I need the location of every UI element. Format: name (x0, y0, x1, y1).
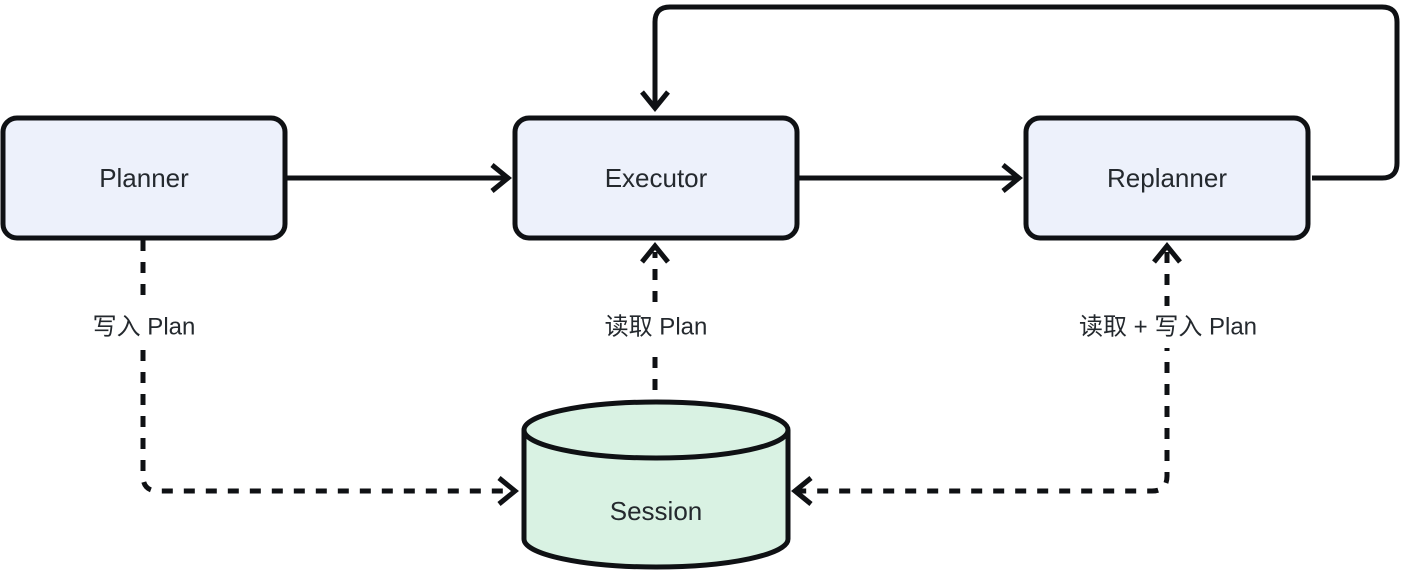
label-backdrop (578, 306, 734, 348)
node-session-top[interactable] (521, 399, 791, 461)
edge-label-text: 读取 Plan (605, 313, 708, 340)
edge-planner-to-executor (287, 163, 512, 193)
arrowhead-icon (1152, 242, 1182, 264)
arrowhead-icon (640, 242, 670, 264)
label-backdrop (62, 306, 226, 348)
arrowhead-icon (1001, 163, 1023, 193)
edge-session-to-replanner (791, 242, 1182, 506)
arrowhead-icon (490, 163, 512, 193)
node-session[interactable]: Session (521, 399, 791, 570)
edge-label-text: 读取 + 写入 Plan (1079, 313, 1257, 340)
edge-line (652, 4, 1400, 181)
node-replanner-shape[interactable] (1023, 115, 1311, 241)
node-session-body[interactable] (521, 430, 791, 570)
arrowhead-icon (640, 90, 670, 112)
label-backdrop (1055, 306, 1281, 348)
edge-executor-to-replanner (799, 163, 1023, 193)
edge-line (798, 252, 1170, 494)
node-executor[interactable]: Executor (512, 115, 800, 241)
node-planner-shape[interactable] (0, 115, 288, 241)
node-executor-label: Executor (605, 163, 708, 193)
node-replanner[interactable]: Replanner (1023, 115, 1311, 241)
edge-label-write-plan: 写入 Plan (62, 306, 226, 348)
node-session-label: Session (610, 496, 703, 526)
edge-line (140, 240, 512, 494)
arrowhead-icon (497, 476, 519, 506)
edge-session-to-executor (640, 242, 670, 412)
edge-replanner-to-executor-loop (640, 4, 1400, 181)
arrowhead-icon (791, 476, 813, 506)
node-planner-label: Planner (99, 163, 189, 193)
node-executor-shape[interactable] (512, 115, 800, 241)
edge-label-read-plan: 读取 Plan (578, 306, 734, 348)
node-planner[interactable]: Planner (0, 115, 288, 241)
edge-label-text: 写入 Plan (93, 313, 196, 340)
node-replanner-label: Replanner (1107, 163, 1227, 193)
edge-label-read-write-plan: 读取 + 写入 Plan (1055, 306, 1281, 348)
edge-planner-to-session (140, 240, 519, 506)
